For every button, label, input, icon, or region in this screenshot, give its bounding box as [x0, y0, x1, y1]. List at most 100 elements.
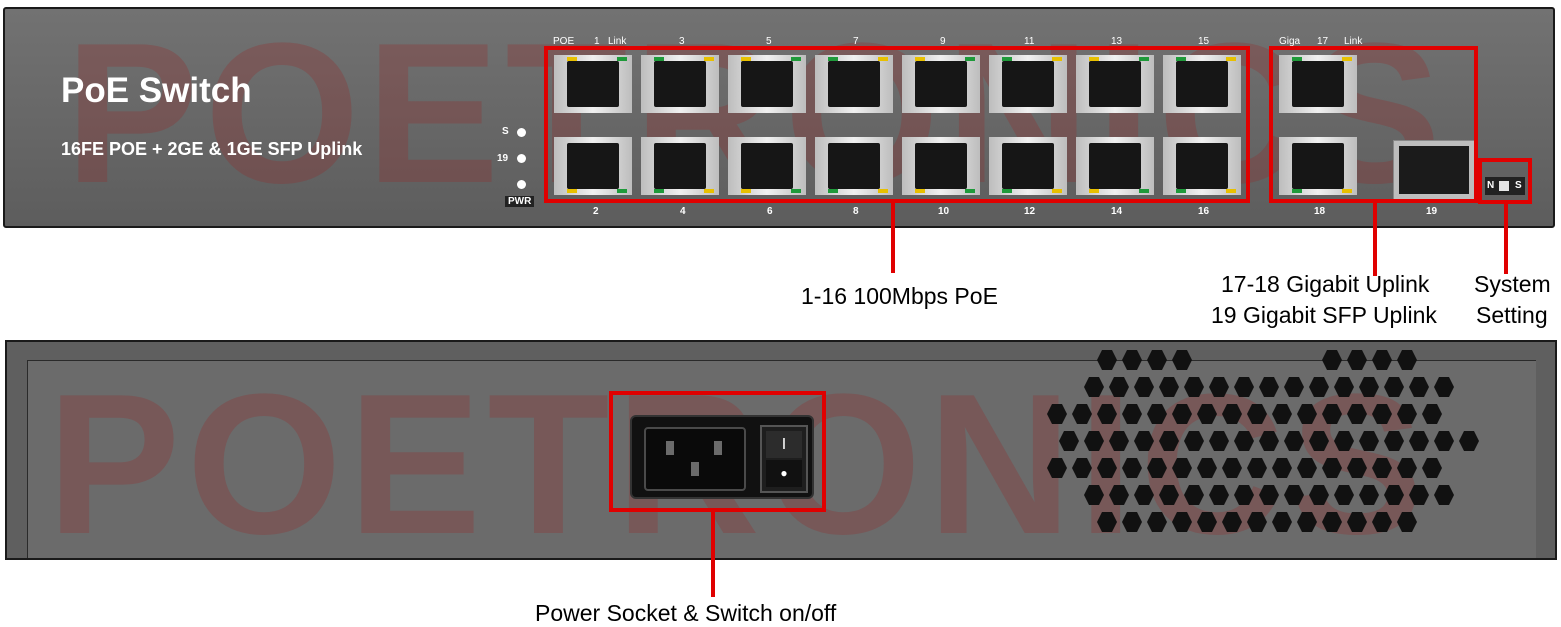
port-label-6: 6 [767, 206, 773, 217]
vent-hole [1297, 404, 1317, 424]
vent-hole [1059, 431, 1079, 451]
poe-led [1342, 57, 1352, 61]
link-led [791, 57, 801, 61]
rj45-port-11 [989, 55, 1067, 113]
vent-hole [1409, 377, 1429, 397]
port-label-19: 19 [1426, 206, 1438, 217]
device-subtitle: 16FE POE + 2GE & 1GE SFP Uplink [61, 139, 363, 159]
vent-hole [1097, 350, 1117, 370]
vent-hole [1109, 485, 1129, 505]
link-led [1002, 57, 1012, 61]
rocker-off-side: ● [766, 460, 802, 487]
port-label-12: 12 [1024, 206, 1036, 217]
socket-pin-ground [691, 462, 699, 476]
vent-hole [1134, 377, 1154, 397]
vent-hole [1122, 512, 1142, 532]
link-led [1139, 57, 1149, 61]
link-led [965, 189, 975, 193]
vent-hole [1397, 404, 1417, 424]
status-led-label-s: S [502, 126, 509, 137]
highlight-system-setting [1478, 158, 1532, 204]
iec-power-socket [644, 427, 746, 491]
rocker-on-side: I [766, 431, 802, 458]
vent-hole [1172, 512, 1192, 532]
vent-hole [1209, 431, 1229, 451]
vent-hole [1222, 512, 1242, 532]
vent-hole [1284, 377, 1304, 397]
vent-hole [1147, 458, 1167, 478]
highlight-poe-ports [544, 46, 1250, 203]
link-led [1292, 57, 1302, 61]
poe-led [567, 189, 577, 193]
rj45-port-1 [554, 55, 632, 113]
vent-hole [1234, 485, 1254, 505]
socket-pin-left [666, 441, 674, 455]
vent-hole [1334, 431, 1354, 451]
port-label-3: 3 [679, 36, 685, 47]
port-label-11: 11 [1024, 36, 1035, 47]
rj45-port-9 [902, 55, 980, 113]
port-label-10: 10 [938, 206, 950, 217]
vent-hole [1184, 377, 1204, 397]
vent-hole [1347, 458, 1367, 478]
vent-hole [1247, 458, 1267, 478]
vent-hole [1397, 458, 1417, 478]
vent-hole [1459, 431, 1479, 451]
vent-hole [1084, 431, 1104, 451]
ventilation-grille [1047, 350, 1487, 550]
rj45-port-4 [641, 137, 719, 195]
vent-hole [1097, 512, 1117, 532]
vent-hole [1097, 404, 1117, 424]
vent-hole [1334, 485, 1354, 505]
poe-led [1342, 189, 1352, 193]
vent-hole [1084, 377, 1104, 397]
status-led-19 [517, 154, 526, 163]
rj45-port-6 [728, 137, 806, 195]
vent-hole [1422, 458, 1442, 478]
vent-hole [1359, 485, 1379, 505]
system-dip-switch[interactable]: N S [1485, 177, 1525, 195]
vent-hole [1259, 431, 1279, 451]
link-led [1002, 189, 1012, 193]
port-label-poe: POE [553, 36, 575, 47]
link-led [828, 189, 838, 193]
rj45-port-5 [728, 55, 806, 113]
rj45-port-15 [1163, 55, 1241, 113]
vent-hole [1272, 458, 1292, 478]
callout-power: Power Socket & Switch on/off [535, 600, 837, 626]
vent-hole [1297, 458, 1317, 478]
vent-hole [1397, 512, 1417, 532]
vent-hole [1047, 458, 1067, 478]
vent-hole [1222, 458, 1242, 478]
poe-led [878, 57, 888, 61]
vent-hole [1259, 485, 1279, 505]
port-label-5: 5 [766, 36, 772, 47]
link-led [1176, 189, 1186, 193]
poe-led [878, 189, 888, 193]
vent-hole [1234, 431, 1254, 451]
vent-hole [1397, 350, 1417, 370]
status-led-s [517, 128, 526, 137]
rj45-port-18 [1279, 137, 1357, 195]
vent-hole [1272, 404, 1292, 424]
link-led [617, 57, 627, 61]
port-label-4: 4 [680, 206, 686, 217]
poe-led [741, 57, 751, 61]
vent-hole [1172, 350, 1192, 370]
vent-hole [1259, 377, 1279, 397]
vent-hole [1159, 485, 1179, 505]
port-label-13: 13 [1111, 36, 1123, 47]
power-rocker-switch[interactable]: I ● [760, 425, 808, 493]
vent-hole [1222, 404, 1242, 424]
uplink-label-link: Link [1344, 36, 1363, 47]
vent-hole [1334, 377, 1354, 397]
vent-hole [1409, 485, 1429, 505]
status-led-label-pwr: PWR [505, 196, 535, 207]
vent-hole [1122, 404, 1142, 424]
vent-hole [1184, 485, 1204, 505]
vent-hole [1234, 377, 1254, 397]
vent-hole [1372, 512, 1392, 532]
sfp-port-19 [1393, 140, 1475, 200]
vent-hole [1247, 512, 1267, 532]
uplink-label-17: 17 [1317, 36, 1329, 47]
